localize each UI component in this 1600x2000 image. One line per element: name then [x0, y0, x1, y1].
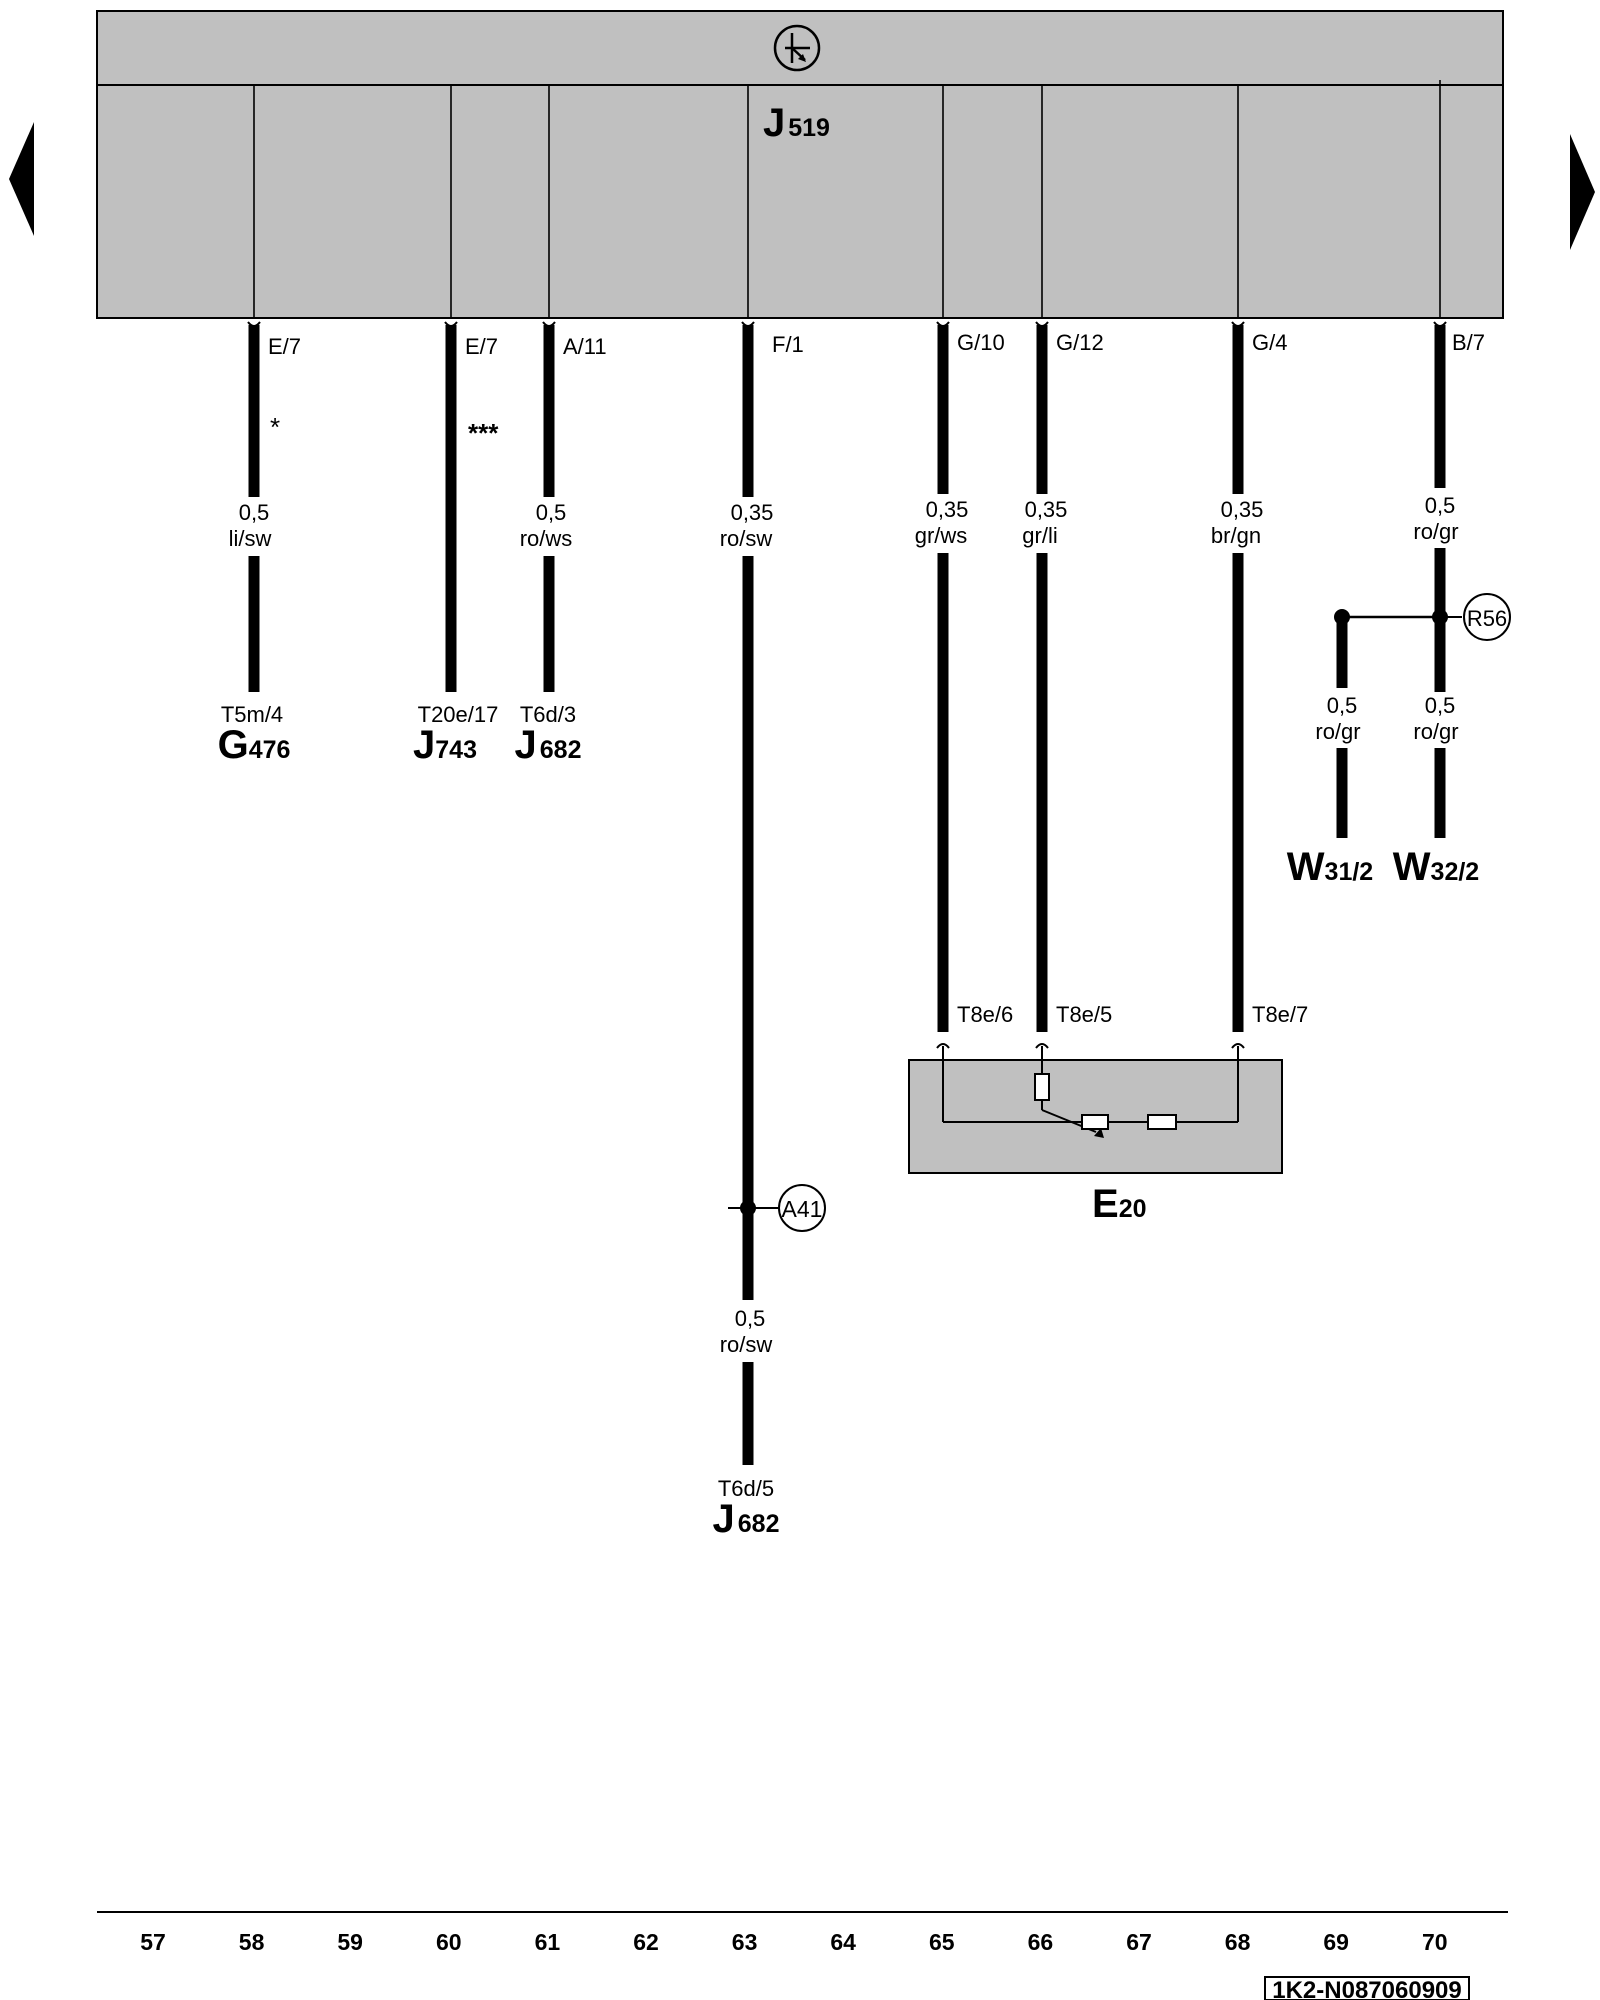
column-number: 64 — [830, 1929, 856, 1955]
pin-label: F/1 — [772, 332, 804, 357]
wire-color: gr/ws — [915, 523, 968, 548]
pin-label: G/4 — [1252, 330, 1287, 355]
wire-color: ro/sw — [720, 526, 773, 551]
column-number: 69 — [1323, 1929, 1349, 1955]
svg-text:A41: A41 — [782, 1196, 823, 1222]
wire-size: 0,35 — [731, 500, 774, 525]
column-number: 67 — [1126, 1929, 1152, 1955]
component-label: G476 — [218, 723, 291, 767]
wire-size: 0,5 — [239, 500, 270, 525]
wire-color: ro/sw — [720, 1332, 773, 1357]
previous-page-arrow-icon[interactable] — [9, 122, 34, 236]
column-number: 57 — [140, 1929, 166, 1955]
footnote-asterisk: * — [270, 412, 280, 442]
pin-label: B/7 — [1452, 330, 1485, 355]
next-page-arrow-icon[interactable] — [1570, 134, 1595, 250]
pin-label: E/7 — [268, 334, 301, 359]
dimmer-potentiometer-e20: E20 — [908, 1046, 1283, 1226]
terminal-label: T6d/5 — [718, 1476, 774, 1501]
footnote-asterisk-triple: *** — [468, 418, 499, 448]
column-number: 62 — [633, 1929, 659, 1955]
column-number: 65 — [929, 1929, 955, 1955]
wire-bundle — [248, 325, 1446, 1465]
terminal-label: T8e/5 — [1056, 1002, 1112, 1027]
terminal-label: T8e/6 — [957, 1002, 1013, 1027]
connection-point-a41: A41 — [728, 1184, 826, 1232]
wire-size: 0,5 — [1425, 693, 1456, 718]
wire-color: br/gn — [1211, 523, 1261, 548]
pin-label: A/11 — [563, 334, 607, 359]
component-label: W32/2 — [1393, 845, 1479, 889]
terminal-label: T8e/7 — [1252, 1002, 1308, 1027]
wire-size: 0,5 — [1425, 493, 1456, 518]
pin-label: G/10 — [957, 330, 1005, 355]
component-label: E20 — [1092, 1182, 1147, 1226]
column-number: 68 — [1225, 1929, 1251, 1955]
column-number: 60 — [436, 1929, 462, 1955]
wire-color: ro/ws — [520, 526, 573, 551]
column-number: 59 — [337, 1929, 363, 1955]
component-label: J743 — [413, 723, 477, 767]
terminal-label: T20e/17 — [418, 702, 499, 727]
component-label: W31/2 — [1287, 845, 1373, 889]
wire-size: 0,35 — [1025, 497, 1068, 522]
column-number: 63 — [732, 1929, 758, 1955]
column-number: 70 — [1422, 1929, 1448, 1955]
diagram-code: 1K2-N087060909 — [1272, 1977, 1461, 2000]
wire-size: 0,5 — [536, 500, 567, 525]
e20-pin-terminals — [936, 1043, 1245, 1049]
wire-color: gr/li — [1022, 523, 1057, 548]
pin-terminals — [247, 321, 1447, 327]
terminal-label: T5m/4 — [221, 702, 283, 727]
column-number: 58 — [239, 1929, 265, 1955]
connection-point-r56: R56 — [1334, 593, 1511, 641]
wire-size: 0,35 — [1221, 497, 1264, 522]
wire-size: 0,5 — [1327, 693, 1358, 718]
column-number: 61 — [535, 1929, 561, 1955]
pin-label: E/7 — [465, 334, 498, 359]
terminal-label: T6d/3 — [520, 702, 576, 727]
wire-color: ro/gr — [1413, 519, 1458, 544]
wire-size: 0,5 — [735, 1306, 766, 1331]
column-number: 66 — [1028, 1929, 1054, 1955]
pin-labels: E/7 E/7 A/11 F/1 G/10 G/12 G/4 B/7 — [268, 330, 1485, 359]
diagram-code-box: 1K2-N087060909 — [1264, 1976, 1470, 2000]
svg-text:R56: R56 — [1467, 606, 1507, 631]
wire-size: 0,35 — [926, 497, 969, 522]
wire-labels: 0,5 li/sw 0,5 ro/ws 0,35 ro/sw 0,35 gr/w… — [229, 493, 1459, 1357]
wire-color: ro/gr — [1315, 719, 1360, 744]
pin-label: G/12 — [1056, 330, 1104, 355]
terminal-30-symbol-icon — [773, 24, 821, 72]
wire-color: ro/gr — [1413, 719, 1458, 744]
wire-color: li/sw — [229, 526, 272, 551]
column-ruler: 57 58 59 60 61 62 63 64 65 66 67 68 69 70 — [97, 1911, 1508, 1955]
e20-terminal-labels: T8e/6 T8e/5 T8e/7 — [957, 1002, 1308, 1027]
